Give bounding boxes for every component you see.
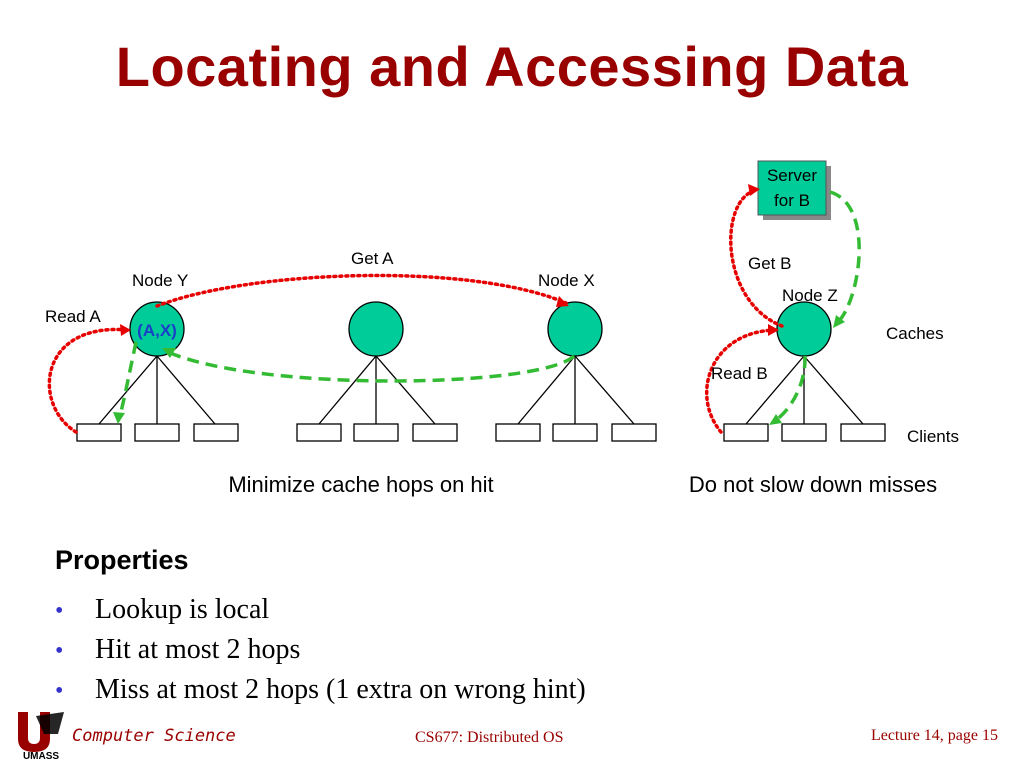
middle-cache-node — [348, 301, 404, 357]
caption-no-slow-misses: Do not slow down misses — [689, 472, 937, 497]
server-label-line1: Server — [767, 166, 817, 185]
client-box — [495, 423, 541, 442]
property-text: Lookup is local — [95, 594, 270, 625]
footer-page-number: Lecture 14, page 15 — [870, 727, 998, 744]
bullet-icon: • — [55, 678, 64, 704]
client-box — [840, 423, 886, 442]
reply-a-client-path — [118, 341, 138, 417]
get-b-label: Get B — [748, 254, 791, 273]
tree-node-x — [495, 301, 657, 442]
client-box — [723, 423, 769, 442]
server-label-line2: for B — [774, 191, 810, 210]
read-b-arrowhead — [768, 324, 779, 336]
footer-department: Computer Science — [72, 726, 236, 746]
node-x-label: Node X — [538, 271, 595, 290]
client-box — [134, 423, 180, 442]
response-paths — [113, 190, 861, 425]
reply-b-server-arrowhead — [833, 315, 845, 328]
slide-title: Locating and Accessing Data — [115, 35, 909, 98]
read-b-label: Read B — [711, 364, 768, 383]
client-box — [296, 423, 342, 442]
umass-logo-text: UMASS — [23, 751, 59, 760]
tree-node-y — [76, 301, 239, 442]
bullet-icon: • — [55, 598, 64, 624]
reply-a-client-arrowhead — [113, 412, 125, 424]
property-text: Miss at most 2 hops (1 extra on wrong hi… — [95, 674, 586, 705]
reply-b-client-arrowhead — [769, 414, 782, 425]
property-text: Hit at most 2 hops — [95, 634, 301, 665]
read-a-arrow — [47, 327, 130, 434]
clients-label: Clients — [907, 427, 959, 446]
get-b-arrowhead — [748, 184, 760, 196]
node-z-cache — [776, 301, 832, 357]
list-item: • Lookup is local — [55, 592, 586, 632]
reply-a-arrowhead — [162, 348, 176, 358]
cache-hierarchy-diagram: Server for B Node Y Node X Node Z Get A … — [45, 160, 959, 497]
list-item: • Hit at most 2 hops — [55, 632, 586, 672]
client-box — [353, 423, 399, 442]
node-y-label: Node Y — [132, 271, 188, 290]
node-z-label: Node Z — [782, 286, 838, 305]
read-b-arrow — [705, 328, 777, 434]
properties-list: • Lookup is local • Hit at most 2 hops • Mi… — [55, 592, 586, 712]
node-y-cache — [129, 301, 185, 357]
tree-middle — [296, 301, 458, 442]
reply-a-path — [167, 350, 576, 383]
client-box — [193, 423, 239, 442]
bullet-icon: • — [55, 638, 64, 664]
client-box — [412, 423, 458, 442]
caption-minimize-hops: Minimize cache hops on hit — [228, 472, 493, 497]
client-box — [781, 423, 827, 442]
caches-label: Caches — [886, 324, 944, 343]
get-a-label: Get A — [351, 249, 394, 268]
read-a-label: Read A — [45, 307, 101, 326]
footer-course: CS677: Distributed OS — [415, 729, 564, 746]
request-paths — [47, 184, 784, 434]
read-a-arrowhead — [120, 324, 131, 336]
node-x-cache — [547, 301, 603, 357]
client-box — [76, 423, 122, 442]
get-a-arrow — [155, 273, 568, 308]
get-a-arrowhead — [556, 296, 569, 307]
client-box — [611, 423, 657, 442]
cache-entry-a-x: (A,X) — [137, 321, 177, 340]
list-item: • Miss at most 2 hops (1 extra on wrong h… — [55, 672, 586, 712]
server-for-b: Server for B — [757, 160, 831, 220]
tree-node-z — [723, 301, 886, 442]
umass-logo-icon: UMASS — [18, 712, 64, 760]
properties-heading: Properties — [55, 545, 189, 575]
client-box — [552, 423, 598, 442]
get-b-arrow — [729, 188, 784, 328]
reply-b-client-path — [774, 355, 807, 422]
